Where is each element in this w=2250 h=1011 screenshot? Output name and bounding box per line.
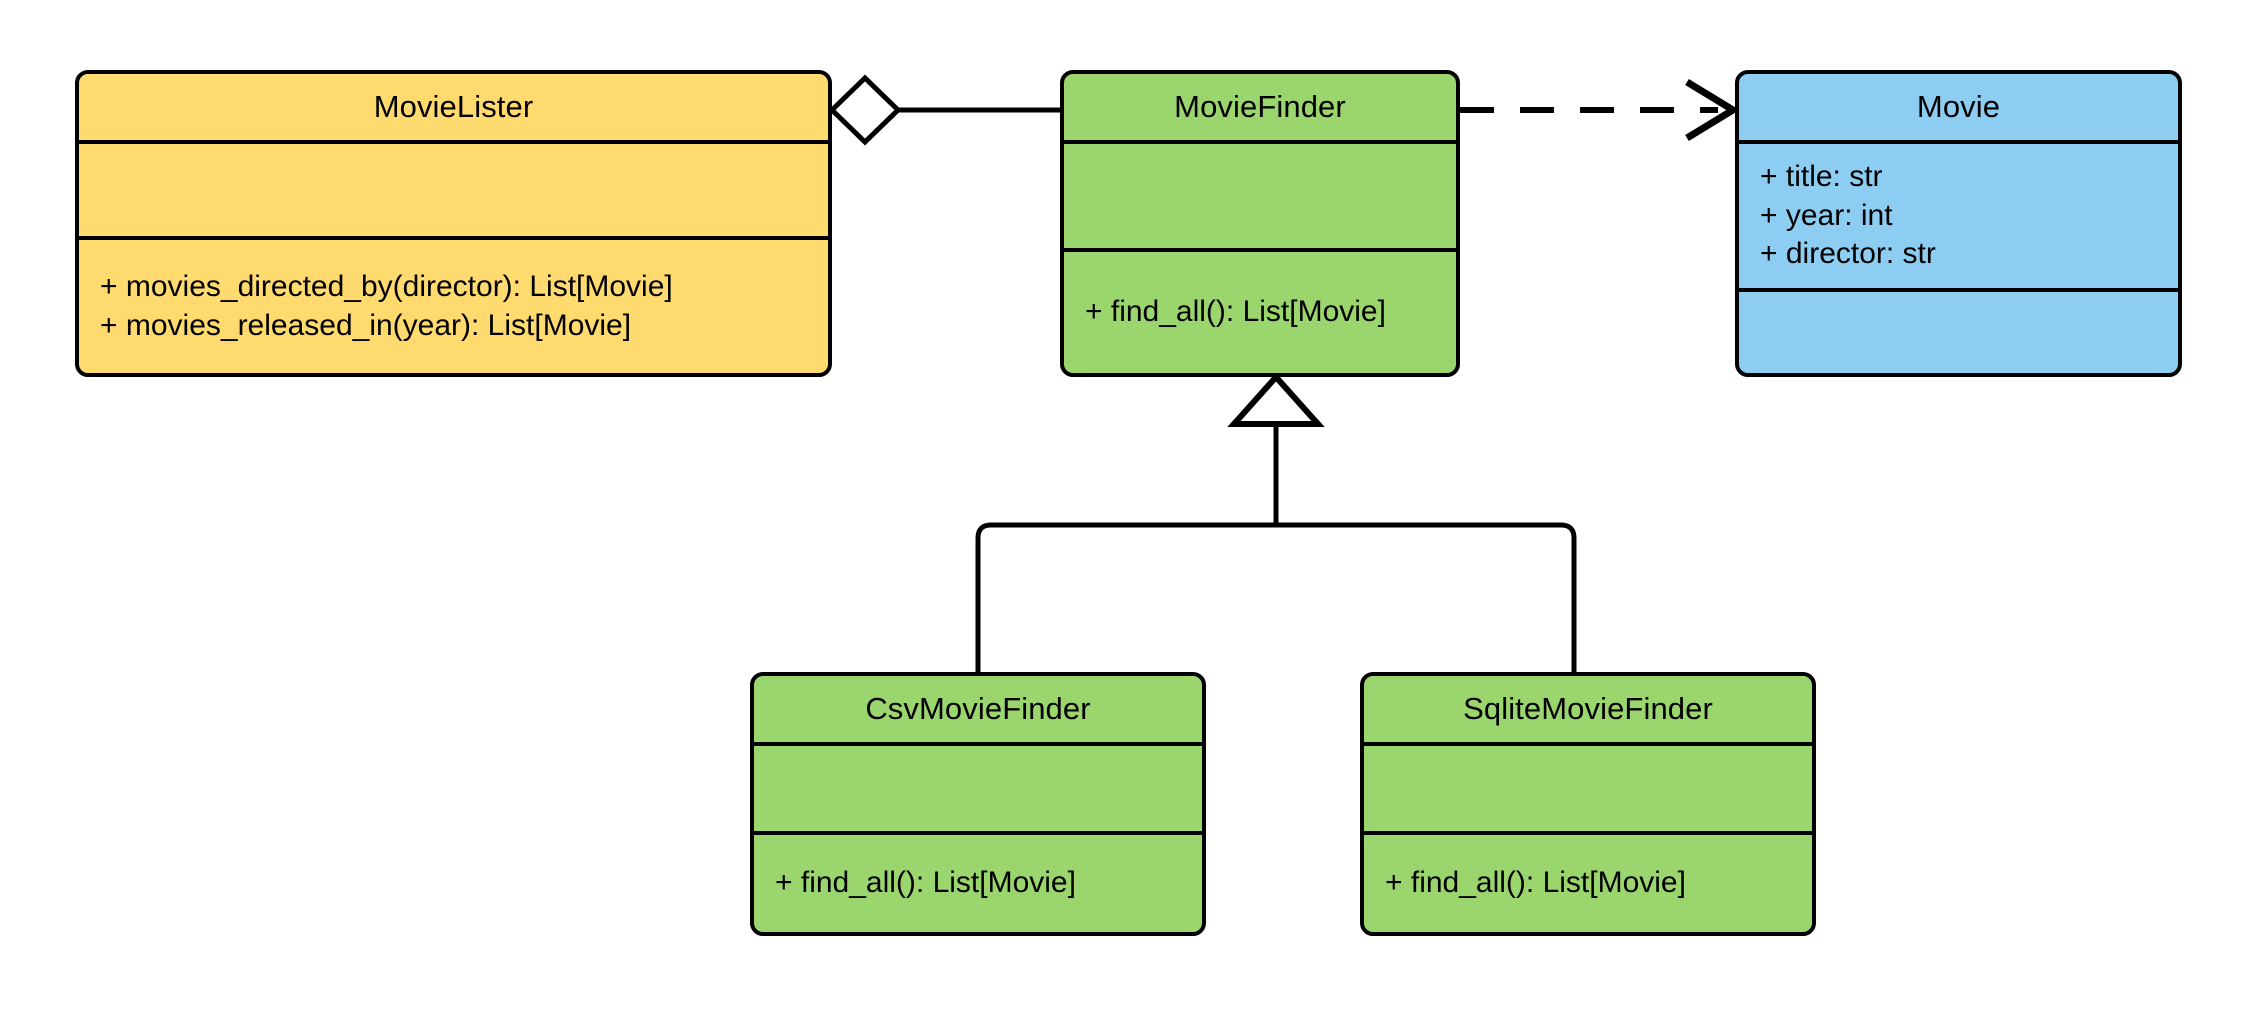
class-name-compartment: MovieLister bbox=[79, 74, 828, 140]
attribute-item: + director: str bbox=[1760, 237, 1936, 271]
attributes-compartment bbox=[1364, 742, 1812, 831]
attribute-item: + year: int bbox=[1760, 198, 1893, 232]
hollow-diamond-icon bbox=[828, 74, 902, 146]
attributes-compartment bbox=[754, 742, 1202, 831]
class-title: CsvMovieFinder bbox=[865, 691, 1091, 727]
aggregation-edge-movielister-moviefinder[interactable] bbox=[828, 74, 1060, 146]
operation-item: + movies_directed_by(director): List[Mov… bbox=[100, 270, 673, 304]
attributes-compartment bbox=[79, 140, 828, 236]
attribute-item: + title: str bbox=[1760, 160, 1883, 194]
class-name-compartment: CsvMovieFinder bbox=[754, 676, 1202, 742]
class-box-csvmoviefinder[interactable]: CsvMovieFinder + find_all(): List[Movie] bbox=[750, 672, 1206, 936]
generalization-bus-path bbox=[975, 522, 1577, 672]
hollow-triangle-icon bbox=[1227, 372, 1325, 427]
operations-compartment: + find_all(): List[Movie] bbox=[754, 831, 1202, 932]
class-name-compartment: SqliteMovieFinder bbox=[1364, 676, 1812, 742]
operations-compartment: + find_all(): List[Movie] bbox=[1064, 248, 1456, 373]
class-box-moviefinder[interactable]: MovieFinder + find_all(): List[Movie] bbox=[1060, 70, 1460, 377]
class-box-movielister[interactable]: MovieLister + movies_directed_by(directo… bbox=[75, 70, 832, 377]
operation-item: + find_all(): List[Movie] bbox=[1385, 866, 1686, 900]
class-title: SqliteMovieFinder bbox=[1463, 691, 1713, 727]
operations-compartment: + movies_directed_by(director): List[Mov… bbox=[79, 236, 828, 373]
generalization-edge-tree[interactable] bbox=[975, 372, 1577, 672]
dependency-edge-moviefinder-movie[interactable] bbox=[1460, 79, 1740, 141]
operations-compartment: + find_all(): List[Movie] bbox=[1364, 831, 1812, 932]
attributes-compartment bbox=[1064, 140, 1456, 248]
class-box-sqlitemoviefinder[interactable]: SqliteMovieFinder + find_all(): List[Mov… bbox=[1360, 672, 1816, 936]
operations-compartment bbox=[1739, 288, 2178, 373]
attributes-compartment: + title: str + year: int + director: str bbox=[1739, 140, 2178, 288]
class-name-compartment: MovieFinder bbox=[1064, 74, 1456, 140]
operation-item: + find_all(): List[Movie] bbox=[1085, 295, 1386, 329]
class-title: MovieFinder bbox=[1174, 89, 1346, 125]
class-box-movie[interactable]: Movie + title: str + year: int + directo… bbox=[1735, 70, 2182, 377]
operation-item: + find_all(): List[Movie] bbox=[775, 866, 1076, 900]
class-title: MovieLister bbox=[373, 89, 534, 125]
class-name-compartment: Movie bbox=[1739, 74, 2178, 140]
operation-item: + movies_released_in(year): List[Movie] bbox=[100, 308, 632, 342]
open-arrow-icon bbox=[1685, 79, 1740, 141]
class-title: Movie bbox=[1916, 89, 2001, 125]
